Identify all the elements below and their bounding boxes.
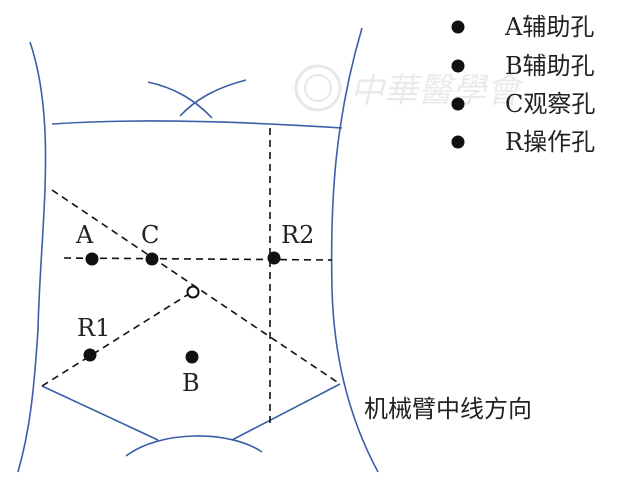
watermark-text: 中華醫學會 — [350, 71, 525, 111]
port-r2-label: R2 — [281, 221, 314, 249]
port-a-dot — [85, 252, 99, 266]
pelvis-curve — [125, 435, 263, 457]
chest-line — [51, 120, 343, 129]
legend-label-b: B辅助孔 — [505, 52, 595, 80]
port-c-dot — [145, 252, 159, 266]
legend: A辅助孔 B辅助孔 C观察孔 R操作孔 — [451, 13, 595, 156]
legend-dot-a — [451, 20, 465, 34]
ports — [83, 251, 281, 364]
legend-label-a: A辅助孔 — [504, 13, 594, 41]
port-c-label: C — [141, 221, 159, 249]
horizontal-port-line — [63, 257, 333, 261]
neck-right-curve — [179, 79, 247, 117]
left-lower-line — [41, 291, 193, 387]
pelvis-right-line — [231, 383, 341, 441]
legend-label-c: C观察孔 — [505, 90, 595, 118]
torso-right-edge — [330, 27, 379, 473]
legend-dot-b — [451, 59, 465, 73]
port-a-label: A — [75, 221, 94, 249]
torso-left-edge — [17, 41, 47, 473]
legend-dot-c — [451, 97, 465, 111]
legend-label-r: R操作孔 — [505, 128, 595, 156]
arm-direction-label: 机械臂中线方向 — [364, 395, 532, 423]
target-point-icon — [186, 285, 200, 299]
neck-left-curve — [147, 81, 213, 119]
torso-outline — [17, 27, 379, 473]
port-r2-dot — [267, 251, 281, 265]
pelvis-left-line — [41, 385, 159, 441]
port-b-dot — [185, 350, 199, 364]
watermark-logo: 中華醫學會 — [294, 64, 525, 112]
port-b-label: B — [182, 369, 200, 397]
port-r1-dot — [83, 348, 97, 362]
port-r1-label: R1 — [77, 314, 110, 342]
legend-dot-r — [451, 135, 465, 149]
